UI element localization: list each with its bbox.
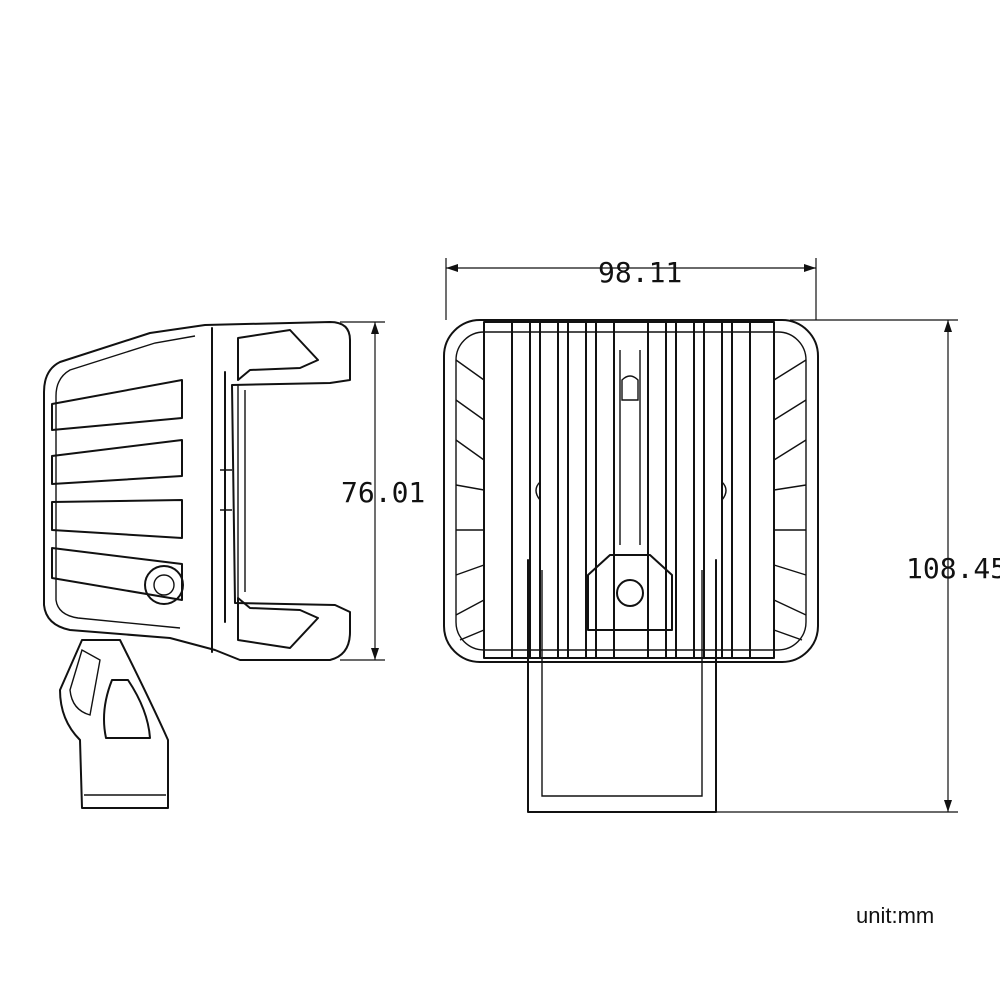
- front-center-channel: [619, 350, 641, 545]
- front-housing-inner: [455, 331, 807, 651]
- side-bezel-profile: [211, 327, 319, 653]
- front-mount-boss: [587, 554, 673, 631]
- front-mount-bracket: [527, 559, 717, 813]
- width-dimension: 98.11: [445, 256, 817, 320]
- front-fin-8: [731, 321, 751, 659]
- front-fin-3: [567, 321, 587, 659]
- front-fin-7: [703, 321, 723, 659]
- front-fin-5: [647, 321, 667, 659]
- side-bracket-slot-2: [69, 648, 101, 716]
- front-dim-arrow-top: [944, 320, 952, 332]
- front-fins: [511, 321, 751, 659]
- side-housing-inner: [55, 335, 196, 629]
- side-fin-4: [51, 547, 183, 601]
- side-mount-bracket: [59, 639, 169, 809]
- side-housing-outline: [43, 321, 351, 661]
- side-dim-arrow-top: [371, 322, 379, 334]
- front-side-bumps: [535, 481, 727, 501]
- front-fin-4: [595, 321, 615, 659]
- side-bezel-profile-lower: [237, 597, 319, 649]
- side-fin-2: [51, 439, 183, 485]
- front-housing-outline: [443, 319, 819, 663]
- front-fin-1: [511, 321, 531, 659]
- front-fin-6: [675, 321, 695, 659]
- front-height-dimension: 108.45: [716, 319, 1000, 813]
- side-dim-arrow-bottom: [371, 648, 379, 660]
- side-view: [43, 321, 351, 809]
- width-label: 98.11: [598, 256, 682, 289]
- side-lens-edge: [220, 385, 246, 598]
- front-fin-2: [539, 321, 559, 659]
- breather-vent-inner: [153, 574, 175, 596]
- front-height-label: 108.45: [906, 552, 1000, 585]
- side-height-label: 76.01: [341, 476, 425, 509]
- side-bracket-slot: [103, 679, 151, 739]
- front-dim-arrow-bottom: [944, 800, 952, 812]
- side-height-dimension: 76.01: [340, 321, 425, 661]
- breather-vent-outer: [144, 565, 184, 605]
- side-fin-3: [51, 499, 183, 539]
- front-view: [443, 319, 819, 813]
- front-left-ribs: [455, 359, 485, 641]
- front-bracket-inner: [541, 570, 703, 797]
- side-fin-1: [51, 379, 183, 431]
- front-right-ribs: [773, 359, 807, 641]
- width-dim-arrow-left: [446, 264, 458, 272]
- unit-label: unit:mm: [856, 903, 935, 928]
- width-dim-arrow-right: [804, 264, 816, 272]
- front-mount-bolt: [616, 579, 644, 607]
